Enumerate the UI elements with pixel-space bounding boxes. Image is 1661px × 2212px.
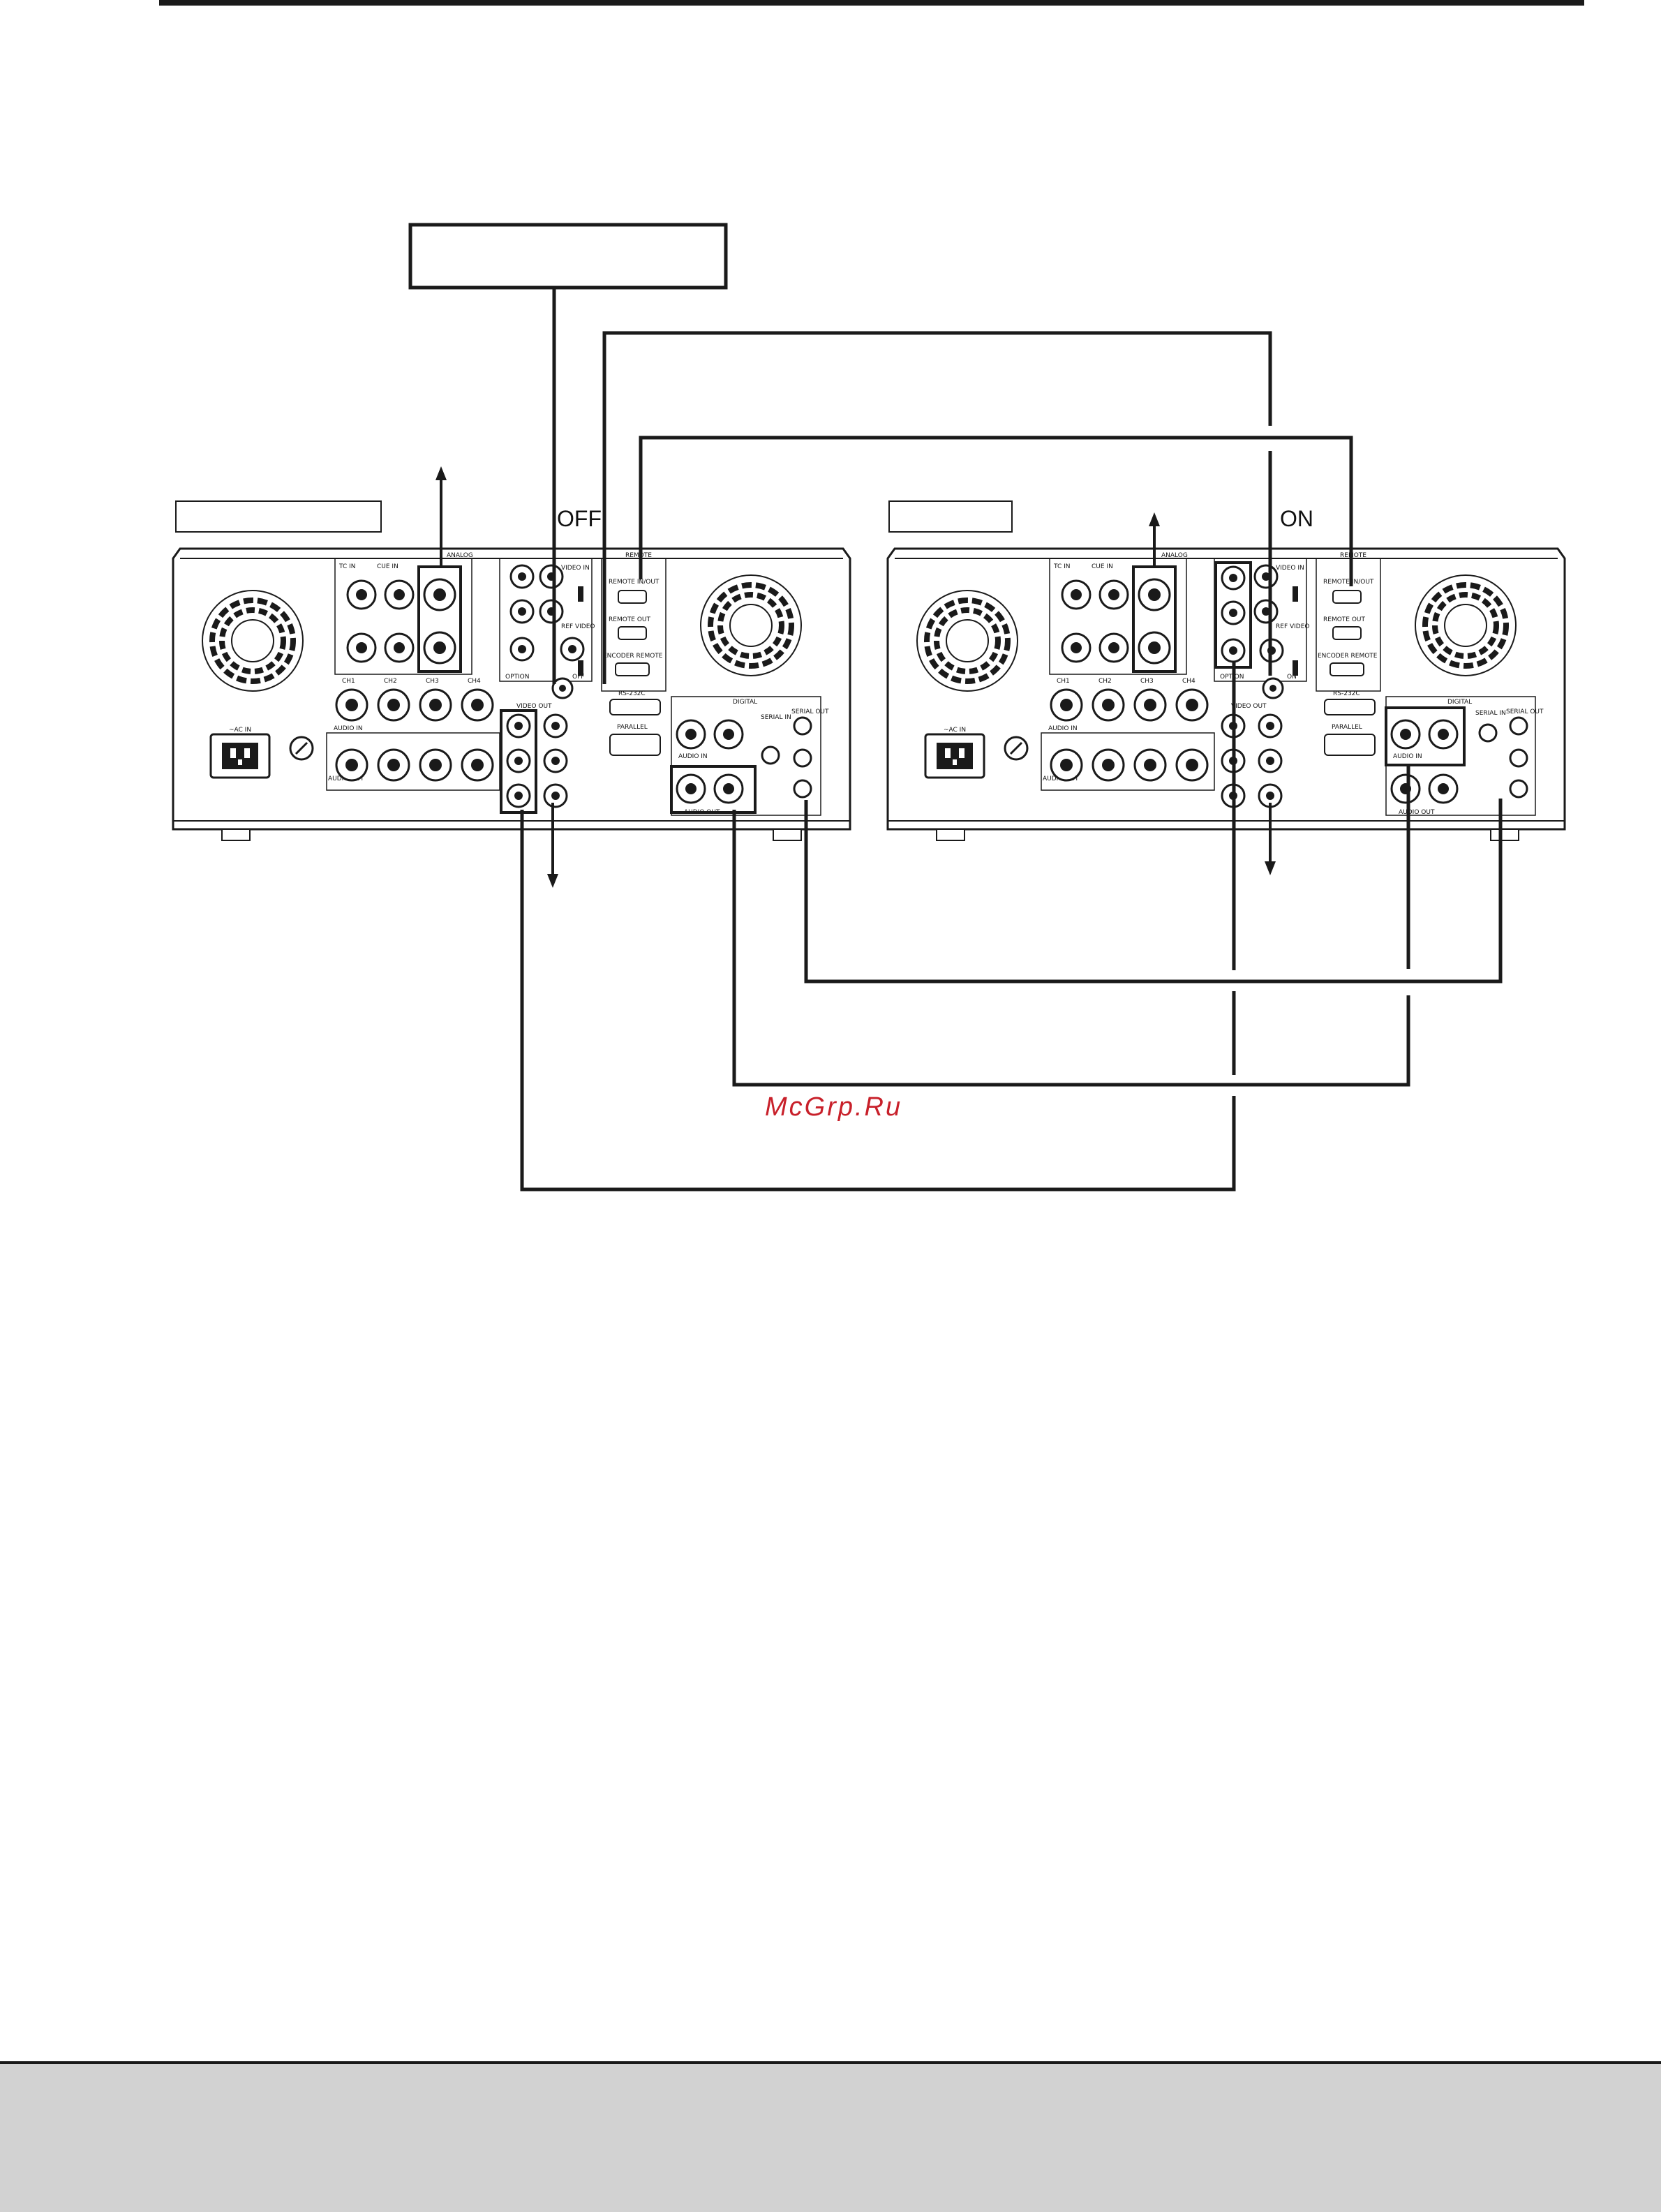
svg-text:AUDIO IN: AUDIO IN [334, 725, 363, 732]
svg-text:ENCODER REMOTE: ENCODER REMOTE [603, 653, 663, 660]
svg-text:REF VIDEO: REF VIDEO [561, 623, 595, 630]
left-vtr-rear-panel: ~AC IN ANALOG TC IN CUE IN AUDIO IN [172, 547, 851, 841]
svg-text:PARALLEL: PARALLEL [1332, 724, 1362, 731]
svg-text:VIDEO OUT: VIDEO OUT [516, 703, 552, 710]
svg-text:DIGITAL: DIGITAL [1447, 699, 1472, 706]
svg-text:CUE IN: CUE IN [377, 563, 399, 570]
svg-text:ANALOG: ANALOG [1161, 552, 1188, 559]
arrows [435, 466, 1276, 888]
svg-text:REF VIDEO: REF VIDEO [1276, 623, 1310, 630]
svg-text:CUE IN: CUE IN [1092, 563, 1113, 570]
ac-inlet: ~AC IN [209, 727, 271, 779]
svg-text:REMOTE OUT: REMOTE OUT [609, 616, 651, 623]
svg-text:VIDEO IN: VIDEO IN [561, 565, 590, 572]
fan-grille-right-2 [1415, 574, 1517, 676]
svg-text:AUDIO OUT: AUDIO OUT [1399, 809, 1435, 816]
svg-text:DIGITAL: DIGITAL [733, 699, 757, 706]
svg-text:REMOTE IN/OUT: REMOTE IN/OUT [1323, 579, 1374, 586]
svg-text:REMOTE IN/OUT: REMOTE IN/OUT [609, 579, 660, 586]
svg-text:TC IN: TC IN [1053, 563, 1071, 570]
svg-text:REMOTE: REMOTE [1340, 552, 1366, 559]
svg-text:CH2: CH2 [384, 678, 397, 685]
cables [520, 288, 1503, 1192]
cable-remote-lower [639, 436, 1353, 586]
svg-text:AUDIO IN: AUDIO IN [678, 753, 708, 760]
highlight-video-out [500, 709, 537, 814]
svg-text:SERIAL IN: SERIAL IN [761, 714, 791, 721]
svg-text:SERIAL OUT: SERIAL OUT [1506, 708, 1544, 715]
svg-text:OFF: OFF [572, 674, 584, 681]
fan-grille-right [700, 574, 802, 676]
fan-grille-left [202, 590, 304, 692]
svg-text:SERIAL OUT: SERIAL OUT [791, 708, 829, 715]
svg-text:PARALLEL: PARALLEL [617, 724, 648, 731]
svg-text:RS-232C: RS-232C [618, 690, 646, 697]
switch-off-label: OFF [557, 506, 602, 531]
svg-text:CH3: CH3 [1140, 678, 1154, 685]
svg-text:RS-232C: RS-232C [1333, 690, 1360, 697]
svg-text:REMOTE: REMOTE [625, 552, 652, 559]
ac-inlet-2: ~AC IN [924, 727, 985, 779]
svg-text:OPTION: OPTION [1220, 674, 1244, 681]
highlight-digital-audio-in [1385, 706, 1466, 766]
svg-text:ON: ON [1287, 674, 1297, 681]
cable-remote-upper [602, 331, 1272, 684]
top-rule [159, 0, 1584, 6]
svg-text:ENCODER REMOTE: ENCODER REMOTE [1318, 653, 1378, 660]
right-unit-label-box [888, 500, 1013, 533]
sync-generator-box [408, 223, 728, 290]
cable-video-1 [520, 810, 1236, 1192]
svg-text:CH2: CH2 [1098, 678, 1112, 685]
highlight-digital-audio-out [670, 765, 757, 814]
svg-text:~AC IN: ~AC IN [229, 727, 251, 734]
svg-text:~AC IN: ~AC IN [944, 727, 966, 734]
svg-text:TC IN: TC IN [338, 563, 356, 570]
fan-grille-left-2 [916, 590, 1018, 692]
svg-text:VIDEO OUT: VIDEO OUT [1231, 703, 1267, 710]
switch-on-label: ON [1280, 506, 1313, 531]
footer-band [0, 2061, 1661, 2212]
svg-text:REMOTE OUT: REMOTE OUT [1323, 616, 1366, 623]
svg-text:AUDIO IN: AUDIO IN [1048, 725, 1078, 732]
cable-serial [804, 799, 1503, 983]
cable-digital-audio [732, 810, 1410, 1087]
left-unit-label-box [175, 500, 382, 533]
svg-text:CH3: CH3 [426, 678, 439, 685]
svg-text:OPTION: OPTION [505, 674, 529, 681]
highlight-analog-audio-in [417, 565, 462, 673]
svg-text:ANALOG: ANALOG [447, 552, 473, 559]
right-vtr-rear-panel: ~AC IN ANALOG TC IN CUE IN AUDIO IN CH [886, 547, 1566, 841]
svg-text:CH1: CH1 [342, 678, 355, 685]
svg-text:CH4: CH4 [1182, 678, 1196, 685]
svg-text:CH1: CH1 [1057, 678, 1070, 685]
svg-text:AUDIO IN: AUDIO IN [1393, 753, 1422, 760]
svg-text:CH4: CH4 [468, 678, 481, 685]
svg-text:VIDEO IN: VIDEO IN [1276, 565, 1304, 572]
svg-text:SERIAL IN: SERIAL IN [1475, 710, 1506, 717]
highlight-analog-audio-in-2 [1132, 565, 1177, 673]
watermark: McGrp.Ru [765, 1092, 902, 1122]
